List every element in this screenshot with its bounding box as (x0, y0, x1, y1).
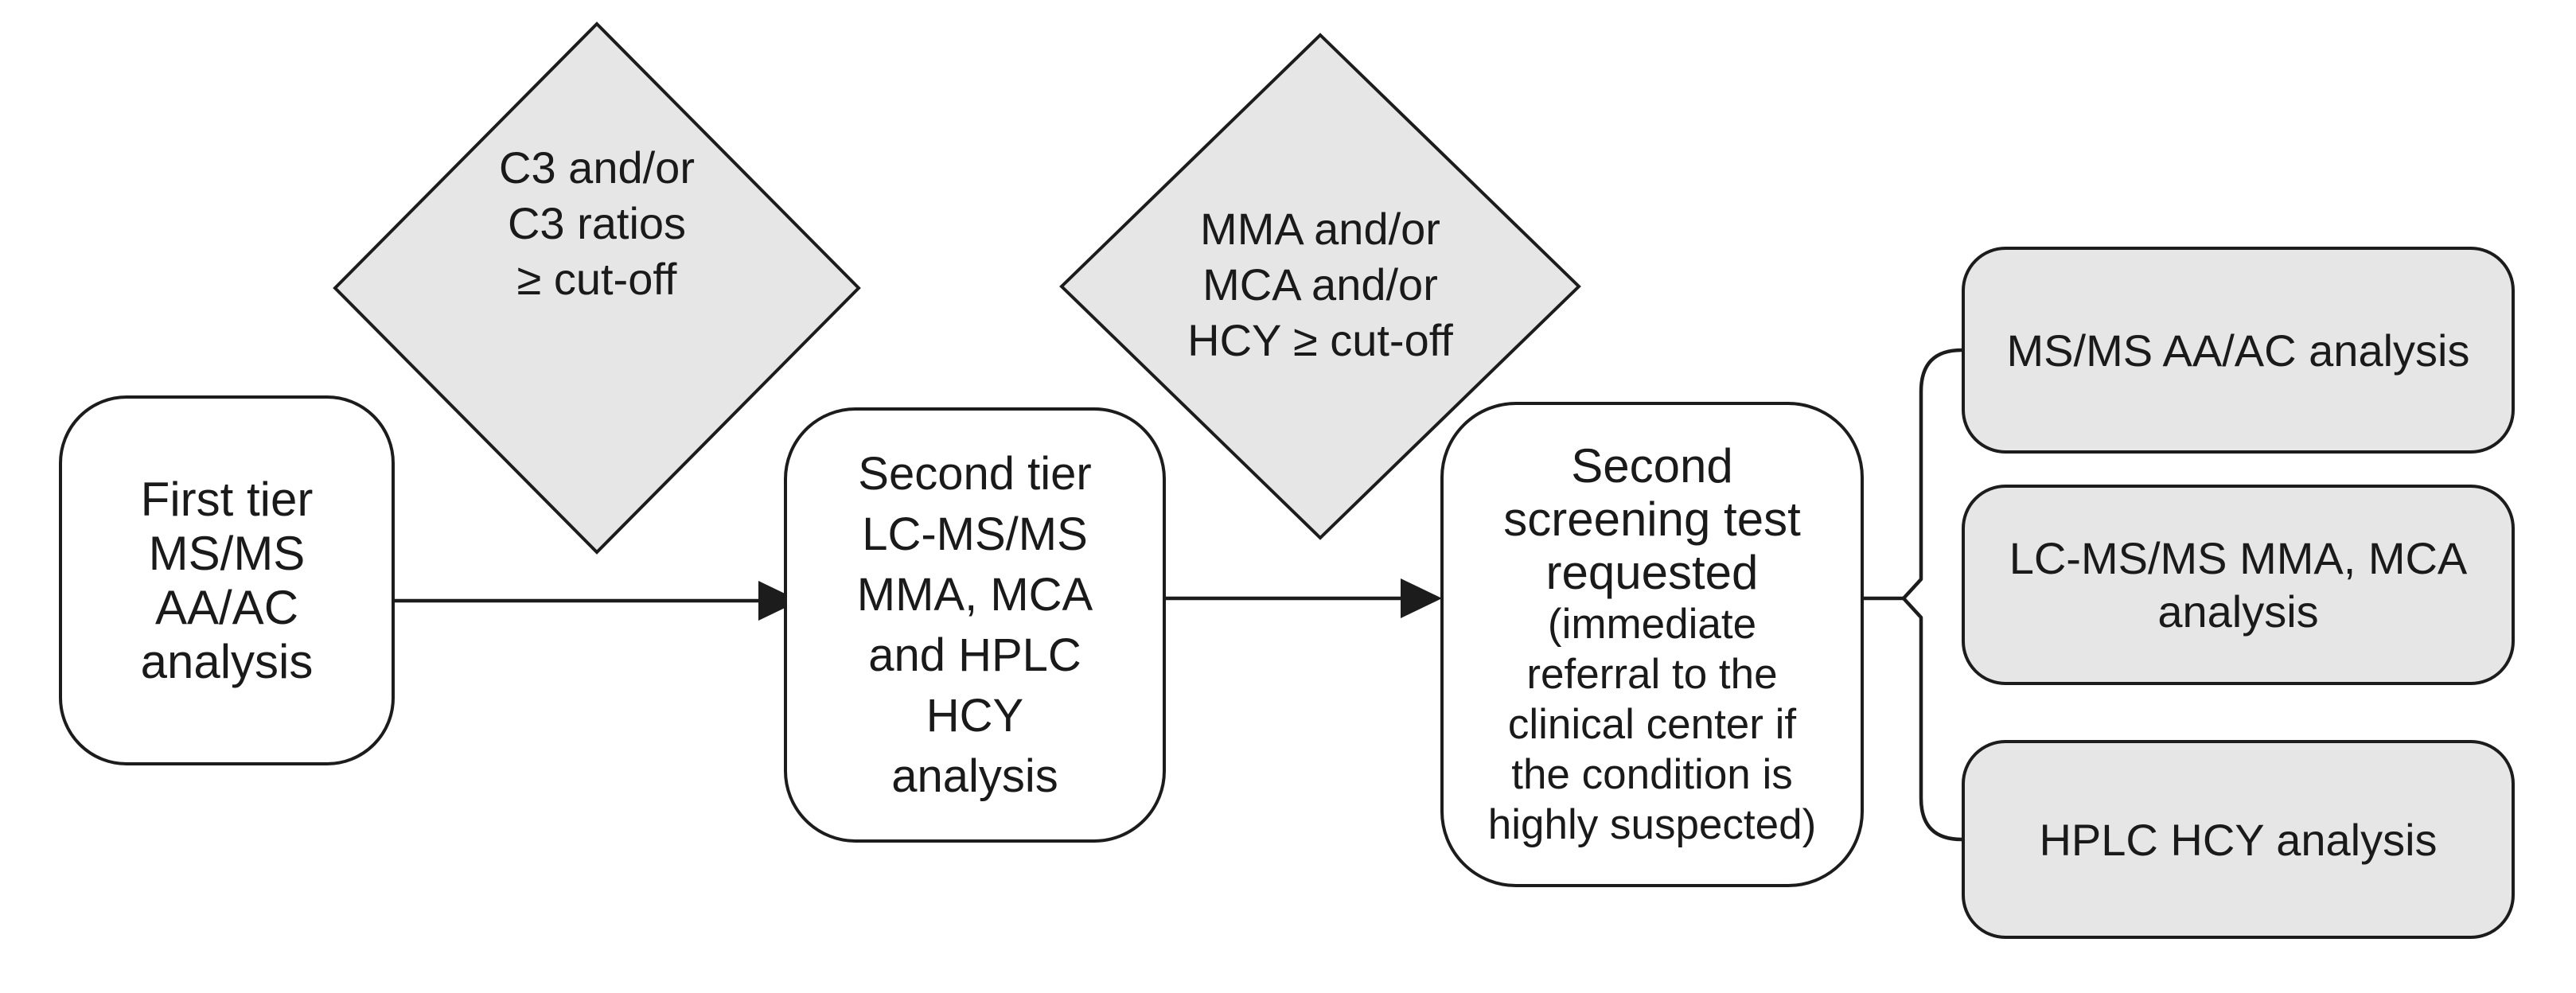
node-second-screening-note: (immediate referral to the clinical cent… (1487, 601, 1817, 848)
node-hplc-hcy-analysis-label: HPLC HCY analysis (2039, 814, 2438, 865)
node-second-screening-label: Second screening test requested (1503, 439, 1801, 599)
decision-diamond-c3 (333, 21, 861, 555)
node-msms-aaac-analysis-label: MS/MS AA/AC analysis (2006, 325, 2470, 376)
decision-diamond-mma-mca-hcy (1059, 33, 1581, 540)
node-first-tier: First tier MS/MS AA/AC analysis (59, 395, 395, 765)
node-msms-aaac-analysis: MS/MS AA/AC analysis (1962, 247, 2515, 454)
node-lcmsms-mma-mca-analysis-label: LC-MS/MS MMA, MCA analysis (2009, 533, 2468, 637)
node-second-screening-content: Second screening test requested (immedia… (1488, 439, 1816, 850)
brace-connector (1901, 348, 1962, 842)
node-second-tier-label: Second tier LC-MS/MS MMA, MCA and HPLC H… (856, 447, 1093, 802)
node-second-screening: Second screening test requested (immedia… (1440, 402, 1864, 887)
arrow-first-to-second-head (758, 581, 800, 621)
node-hplc-hcy-analysis: HPLC HCY analysis (1962, 740, 2515, 939)
arrow-second-to-screening-head (1401, 578, 1442, 618)
node-second-tier: Second tier LC-MS/MS MMA, MCA and HPLC H… (784, 407, 1166, 843)
node-lcmsms-mma-mca-analysis: LC-MS/MS MMA, MCA analysis (1962, 485, 2515, 685)
node-first-tier-label: First tier MS/MS AA/AC analysis (140, 472, 314, 688)
